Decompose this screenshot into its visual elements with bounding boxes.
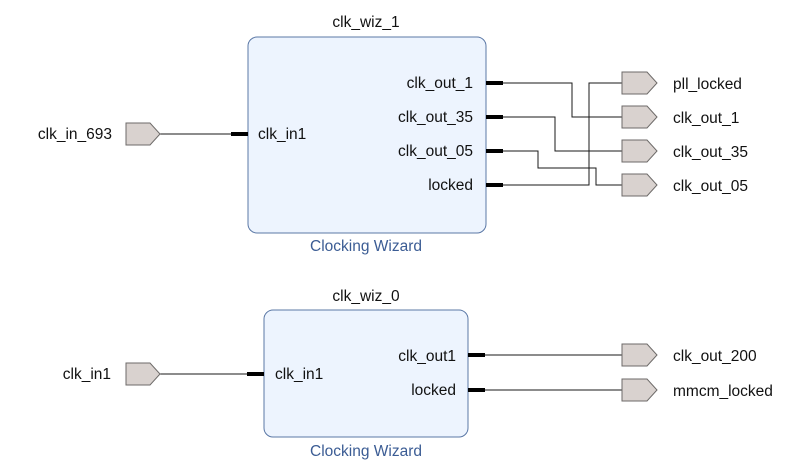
output-port-clk-out-35[interactable]: clk_out_35: [621, 139, 748, 163]
output-port-clk-out-05[interactable]: clk_out_05: [621, 173, 748, 197]
output-port-icon[interactable]: [621, 105, 658, 129]
pin-label: clk_out_05: [398, 143, 473, 160]
output-port-icon[interactable]: [621, 343, 658, 367]
output-port-icon[interactable]: [621, 71, 658, 95]
pin-label: locked: [428, 177, 473, 194]
pin-label: clk_in1: [258, 126, 306, 143]
net-pll-locked[interactable]: [503, 82, 622, 186]
input-port-icon[interactable]: [125, 362, 161, 386]
input-port-icon[interactable]: [125, 122, 161, 146]
block-clk-wiz-0[interactable]: clk_wiz_0 Clocking Wizard clk_in1 clk_ou…: [247, 288, 485, 460]
pin-label: clk_in1: [275, 366, 323, 383]
block-instance-name: clk_wiz_1: [332, 14, 399, 31]
output-port-icon[interactable]: [621, 139, 658, 163]
block-instance-name: clk_wiz_0: [332, 288, 400, 305]
output-port-clk-out-1[interactable]: clk_out_1: [621, 105, 739, 129]
pin-label: clk_out_1: [407, 75, 473, 92]
output-port-icon[interactable]: [621, 378, 658, 402]
port-label: clk_in1: [63, 366, 111, 383]
pin-label: clk_out_35: [398, 109, 473, 126]
net-clk-out-1[interactable]: [503, 82, 622, 118]
output-port-mmcm-locked[interactable]: mmcm_locked: [621, 378, 773, 402]
nets: [160, 82, 622, 391]
output-port-clk-out-200[interactable]: clk_out_200: [621, 343, 757, 367]
port-label: clk_out_200: [673, 348, 757, 365]
input-port-clk-in1[interactable]: clk_in1: [63, 362, 161, 386]
port-label: clk_out_05: [673, 178, 748, 195]
port-label: pll_locked: [673, 76, 742, 93]
block-clk-wiz-1[interactable]: clk_wiz_1 Clocking Wizard clk_in1 clk_ou…: [231, 14, 503, 255]
net-clk-out-35[interactable]: [503, 116, 622, 152]
net-clk-out-05[interactable]: [503, 150, 622, 186]
port-label: mmcm_locked: [673, 383, 773, 400]
output-port-pll-locked[interactable]: pll_locked: [621, 71, 742, 95]
output-port-icon[interactable]: [621, 173, 658, 197]
block-type-label: Clocking Wizard: [310, 238, 422, 255]
input-port-clk-in-693[interactable]: clk_in_693: [38, 122, 161, 146]
port-label: clk_out_35: [673, 144, 748, 161]
port-label: clk_in_693: [38, 126, 112, 143]
port-label: clk_out_1: [673, 110, 739, 127]
block-type-label: Clocking Wizard: [310, 443, 422, 460]
pin-label: clk_out1: [398, 348, 456, 365]
pin-label: locked: [411, 382, 456, 399]
